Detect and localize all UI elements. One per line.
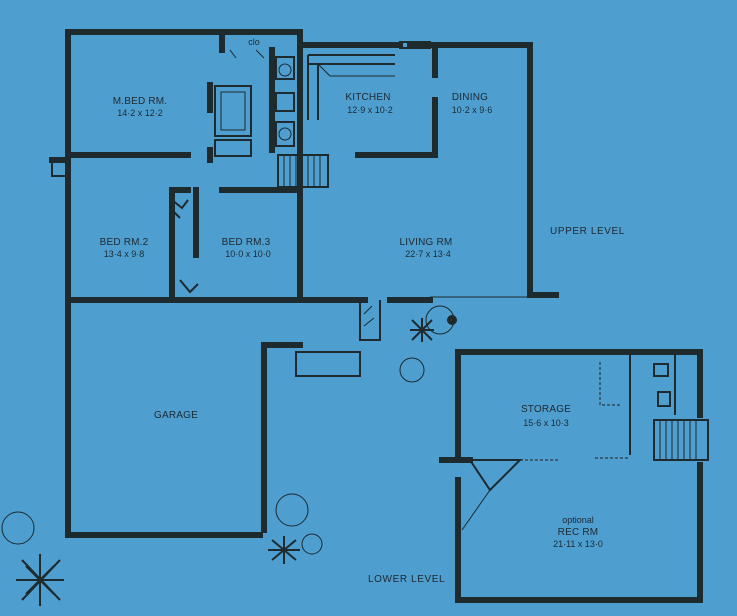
garage-label: GARAGE — [154, 410, 198, 421]
chimney-box — [51, 161, 67, 177]
rec-room-label-line1: optional — [562, 515, 594, 525]
master-bedroom-size: 14·2 x 12·2 — [117, 108, 163, 118]
lower-level-walls — [439, 349, 703, 603]
tree-icon — [1, 511, 64, 606]
rec-room-label-line2: REC RM — [558, 527, 599, 538]
kitchen-size: 12·9 x 10·2 — [347, 105, 393, 115]
front-step — [295, 351, 361, 377]
bedroom-3-label: BED RM.3 — [222, 237, 271, 248]
master-bedroom-label: M.BED RM. — [113, 96, 168, 107]
tree-icon — [399, 305, 457, 383]
lower-level-label: LOWER LEVEL — [368, 574, 445, 585]
storage-label: STORAGE — [521, 404, 571, 415]
living-room-size: 22·7 x 13·4 — [405, 249, 451, 259]
upper-stairs — [277, 154, 329, 188]
tree-icon — [268, 493, 323, 564]
bedroom-2-size: 13·4 x 9·8 — [104, 249, 145, 259]
kitchen-label: KITCHEN — [345, 92, 390, 103]
closet-label: clo — [248, 37, 260, 47]
room-labels: M.BED RM. 14·2 x 12·2 clo KITCHEN 12·9 x… — [100, 37, 603, 549]
living-room-label: LIVING RM — [400, 237, 453, 248]
storage-size: 15·6 x 10·3 — [523, 418, 569, 428]
lower-stairs — [653, 419, 709, 461]
rec-room-size: 21·11 x 13·0 — [553, 539, 603, 549]
upper-level-fixtures — [65, 41, 528, 377]
bedroom-2-label: BED RM.2 — [100, 237, 149, 248]
dining-size: 10·2 x 9·6 — [452, 105, 493, 115]
upper-level-label: UPPER LEVEL — [550, 226, 625, 237]
dining-label: DINING — [452, 92, 488, 103]
lower-level-fixtures — [461, 362, 709, 531]
upper-level-walls — [49, 29, 559, 538]
bedroom-3-size: 10·0 x 10·0 — [225, 249, 271, 259]
